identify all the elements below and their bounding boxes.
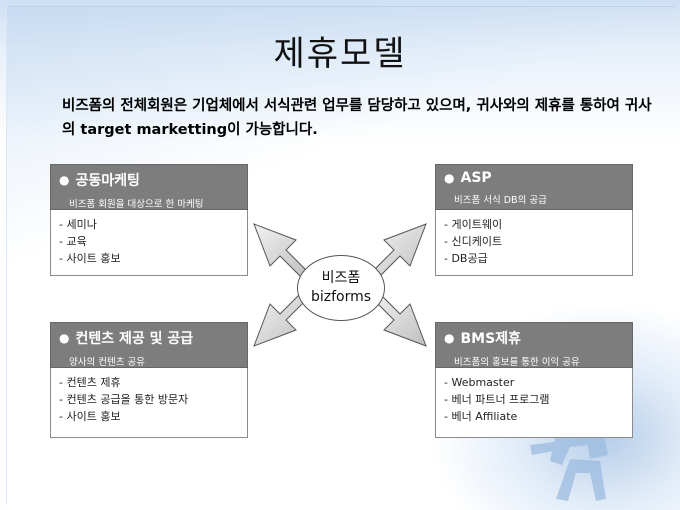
card-header: ● BMS제휴 비즈폼의 홍보를 통한 이익 공유 xyxy=(435,322,633,368)
arrow-up-right-icon xyxy=(371,223,427,279)
bullet-icon: ● xyxy=(59,173,70,187)
slide-title: 제휴모델 xyxy=(273,34,407,74)
list-item: - Webmaster xyxy=(444,376,515,389)
list-item: - DB공급 xyxy=(444,252,488,265)
intro-text: 비즈폼의 전체회원은 기업체에서 서식관련 업무를 담당하고 있으며, 귀사와의… xyxy=(62,98,652,138)
card-title: ASP xyxy=(460,170,492,186)
card-joint-marketing: ● 공동마케팅 비즈폼 회원을 대상으로 한 마케팅 - 세미나 - 교육 - … xyxy=(50,164,248,276)
list-item: - 베너 Affiliate xyxy=(444,410,518,423)
card-header: ● ASP 비즈폼 서식 DB의 공급 xyxy=(435,164,633,210)
list-item: - 교육 xyxy=(59,235,87,248)
card-body: - Webmaster - 베너 파트너 프로그램 - 베너 Affiliate xyxy=(435,368,633,438)
list-item: - 베너 파트너 프로그램 xyxy=(444,393,550,406)
center-label-korean: 비즈폼 xyxy=(321,270,361,286)
list-item: - 신디케이트 xyxy=(444,235,503,248)
bullet-icon: ● xyxy=(444,331,455,345)
bullet-icon: ● xyxy=(59,331,70,345)
card-content-supply: ● 컨텐츠 제공 및 공급 양사의 컨텐츠 공유 - 컨텐츠 제휴 - 컨텐츠 … xyxy=(50,322,248,438)
four-way-arrows xyxy=(253,223,427,347)
card-title: 컨텐츠 제공 및 공급 xyxy=(75,331,194,347)
list-item: - 사이트 홍보 xyxy=(59,410,121,423)
card-title: 공동마케팅 xyxy=(75,173,140,189)
card-body: - 세미나 - 교육 - 사이트 홍보 xyxy=(50,210,248,276)
card-subtitle: 비즈폼 서식 DB의 공급 xyxy=(454,195,547,206)
card-subtitle: 비즈폼의 홍보를 통한 이익 공유 xyxy=(454,357,580,368)
list-item: - 사이트 홍보 xyxy=(59,252,121,265)
list-item: - 컨텐츠 제휴 xyxy=(59,376,121,389)
center-bizforms-oval: 비즈폼 bizforms xyxy=(297,255,385,321)
card-header: ● 공동마케팅 비즈폼 회원을 대상으로 한 마케팅 xyxy=(50,164,248,210)
list-item: - 게이트웨이 xyxy=(444,218,503,231)
card-body: - 게이트웨이 - 신디케이트 - DB공급 xyxy=(435,210,633,276)
list-item: - 세미나 xyxy=(59,218,97,231)
list-item: - 컨텐츠 공급을 통한 방문자 xyxy=(59,393,189,406)
card-bms: ● BMS제휴 비즈폼의 홍보를 통한 이익 공유 - Webmaster - … xyxy=(435,322,633,438)
card-body: - 컨텐츠 제휴 - 컨텐츠 공급을 통한 방문자 - 사이트 홍보 xyxy=(50,368,248,438)
card-asp: ● ASP 비즈폼 서식 DB의 공급 - 게이트웨이 - 신디케이트 - DB… xyxy=(435,164,633,276)
center-label-english: bizforms xyxy=(310,289,372,305)
card-subtitle: 양사의 컨텐츠 공유 xyxy=(69,357,145,368)
card-title: BMS제휴 xyxy=(460,331,521,347)
bullet-icon: ● xyxy=(444,171,455,185)
card-subtitle: 비즈폼 회원을 대상으로 한 마케팅 xyxy=(69,199,204,210)
arrow-up-left-icon xyxy=(253,223,309,279)
card-header: ● 컨텐츠 제공 및 공급 양사의 컨텐츠 공유 xyxy=(50,322,248,368)
